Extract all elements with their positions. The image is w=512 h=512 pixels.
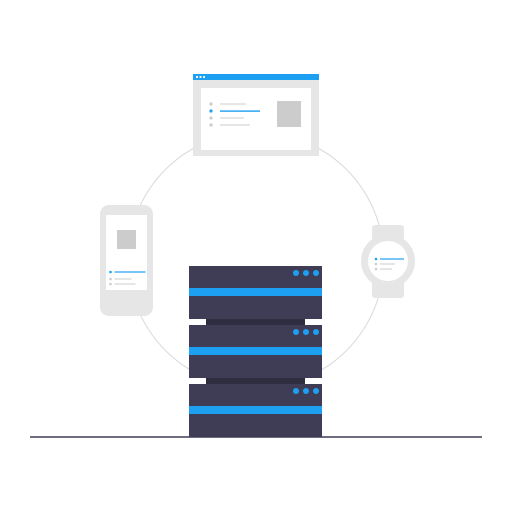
browser-dot (202, 75, 206, 79)
server-led-indicator (313, 388, 319, 394)
server-led-indicator (303, 388, 309, 394)
server-unit-gap (206, 378, 305, 384)
phone-list-bullet (109, 270, 112, 274)
server-led-indicator (293, 270, 299, 276)
phone-screen (106, 215, 147, 290)
server-unit-gap (206, 319, 305, 325)
phone-list-bullet (109, 282, 112, 286)
browser-list-bullet (209, 109, 213, 113)
server-led-indicator (313, 329, 319, 335)
phone-list-line (114, 283, 136, 285)
browser-list-bullet (209, 102, 213, 106)
server-unit-stripe (189, 406, 322, 414)
watch-list-line-active (380, 258, 404, 260)
phone-list-line-active (114, 271, 146, 273)
server-unit-stripe (189, 347, 322, 355)
phone-image-placeholder (117, 230, 136, 249)
browser-list-line (220, 124, 250, 126)
server-led-indicator (293, 329, 299, 335)
browser-list-line (220, 117, 244, 119)
browser-list-bullet (209, 123, 213, 127)
server-unit-stripe (189, 288, 322, 296)
server-led-indicator (303, 329, 309, 335)
watch-list-line (380, 263, 395, 265)
server-led-indicator (293, 388, 299, 394)
browser-window-icon (193, 74, 319, 156)
browser-dot (195, 75, 199, 79)
watch-face (368, 241, 408, 281)
phone-list-bullet (109, 277, 112, 281)
browser-titlebar (193, 74, 319, 80)
watch-list-bullet (374, 262, 378, 266)
phone-list-line (114, 278, 132, 280)
browser-dot (199, 75, 202, 79)
smartphone-icon (100, 205, 153, 316)
watch-list-line (380, 268, 392, 270)
server-led-indicator (313, 270, 319, 276)
browser-list-line (220, 103, 246, 105)
browser-list-bullet (209, 116, 213, 120)
server-led-indicator (303, 270, 309, 276)
server-rack-icon (189, 266, 322, 437)
watch-list-bullet (374, 267, 378, 271)
watch-list-bullet (374, 257, 378, 261)
browser-image-placeholder (277, 101, 301, 127)
smartwatch-icon (361, 225, 415, 298)
browser-list-line-active (220, 110, 260, 112)
